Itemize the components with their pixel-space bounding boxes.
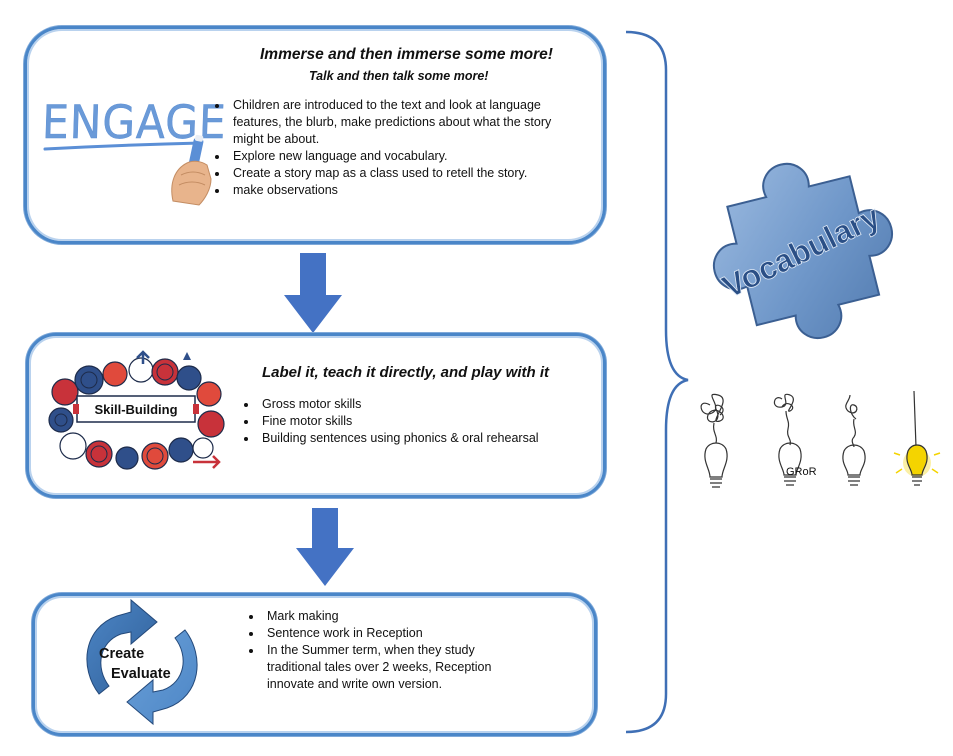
skill-building-graphic: Skill-Building [43,350,229,472]
light-bulbs-illustration: GRoR [700,390,941,488]
puzzle-piece-icon: Vocabulary [712,162,893,340]
skill-bullet-list: Gross motor skills Fine motor skills Bui… [240,396,580,447]
list-item: Mark making [245,608,525,625]
create-bullet-list: Mark making Sentence work in Reception I… [245,608,525,693]
down-arrow-icon [296,508,354,586]
bulbs-label: GRoR [786,466,817,478]
engage-box: Immerse and then immerse some more! Talk… [24,26,606,244]
engage-subheading: Talk and then talk some more! [309,69,489,83]
list-item: Gross motor skills [240,396,580,413]
right-curly-bracket [625,30,689,734]
list-item: Fine motor skills [240,413,580,430]
engage-bullet-list: Children are introduced to the text and … [211,97,581,199]
cycle-arrows-icon: Create Evaluate [86,598,198,726]
list-item: Sentence work in Reception [245,625,525,642]
engage-heading: Immerse and then immerse some more! [260,46,553,63]
skill-building-graphic-text: Skill-Building [94,402,177,417]
hand-marker-icon [43,134,212,206]
cycle-label-create: Create [99,646,144,662]
list-item: Explore new language and vocabulary. [211,148,581,165]
create-evaluate-box: Create Evaluate Mark making Sentence wor… [32,593,597,736]
down-arrow-icon [284,253,342,333]
list-item: Children are introduced to the text and … [211,97,581,148]
skill-building-box: Skill-Building Label it, teach it direct… [26,333,606,498]
skill-heading: Label it, teach it directly, and play wi… [262,364,549,381]
list-item: Building sentences using phonics & oral … [240,430,580,447]
skill-building-illustration: Skill-Building [48,350,225,470]
list-item: Create a story map as a class used to re… [211,165,581,182]
engage-logo: ENGAGE [41,83,228,213]
cycle-label-evaluate: Evaluate [111,666,171,682]
list-item: make observations [211,182,581,199]
list-item: In the Summer term, when they study trad… [245,642,525,693]
